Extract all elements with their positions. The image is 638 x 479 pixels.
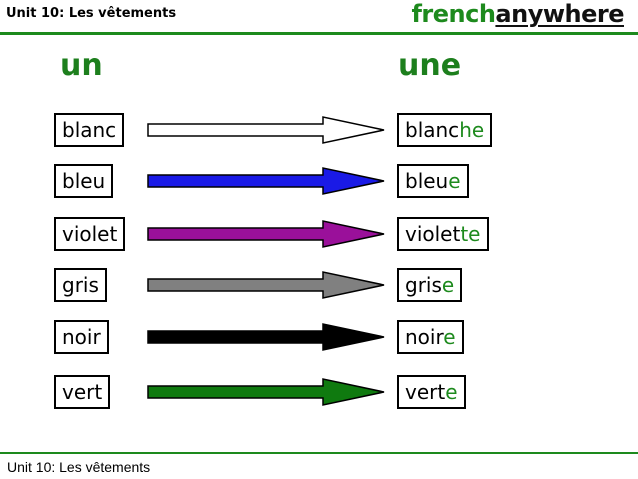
masculine-word-box: bleu: [54, 164, 114, 198]
header-divider: [0, 32, 638, 35]
feminine-word-ending: e: [448, 169, 461, 193]
feminine-word-box: noire: [397, 320, 464, 354]
brand-logo-part1: french: [411, 0, 496, 28]
masculine-column-heading: un: [60, 48, 103, 83]
masculine-word-box: violet: [54, 217, 126, 251]
feminine-word-stem: gris: [405, 273, 442, 297]
feminine-column-heading: une: [398, 48, 462, 83]
feminine-word-stem: vert: [405, 380, 446, 404]
arrow-bleu: [147, 167, 385, 195]
feminine-word-stem: blanc: [405, 118, 460, 142]
feminine-word-ending: e: [443, 325, 456, 349]
feminine-word-box: grise: [397, 268, 463, 302]
arrow-vert: [147, 378, 385, 406]
masculine-word-box: gris: [54, 268, 107, 302]
feminine-word-stem: noir: [405, 325, 444, 349]
feminine-word-stem: bleu: [405, 169, 449, 193]
masculine-word-box: noir: [54, 320, 109, 354]
feminine-word-ending: he: [459, 118, 485, 142]
feminine-word-box: blanche: [397, 113, 493, 147]
masculine-word: violet: [62, 222, 118, 246]
header-title: Unit 10: Les vêtements: [6, 6, 177, 21]
masculine-word: gris: [62, 273, 99, 297]
masculine-word: noir: [62, 325, 101, 349]
arrow-blanc: [147, 116, 385, 144]
masculine-word-box: blanc: [54, 113, 125, 147]
footer-divider: [0, 452, 638, 454]
feminine-word-box: verte: [397, 375, 466, 409]
feminine-word-ending: e: [441, 273, 455, 297]
feminine-word-ending: te: [460, 222, 481, 246]
arrow-noir: [147, 323, 385, 351]
brand-logo: frenchanywhere: [411, 0, 624, 28]
feminine-word-box: violette: [397, 217, 489, 251]
masculine-word: blanc: [62, 118, 117, 142]
feminine-word-ending: e: [445, 380, 458, 404]
masculine-word: vert: [62, 380, 103, 404]
arrow-violet: [147, 220, 385, 248]
masculine-word-box: vert: [54, 375, 111, 409]
masculine-word: bleu: [62, 169, 106, 193]
feminine-word-box: bleue: [397, 164, 469, 198]
arrow-gris: [147, 271, 385, 299]
brand-logo-part2: anywhere: [495, 0, 624, 28]
feminine-word-stem: violet: [405, 222, 461, 246]
footer-text: Unit 10: Les vêtements: [7, 459, 151, 475]
